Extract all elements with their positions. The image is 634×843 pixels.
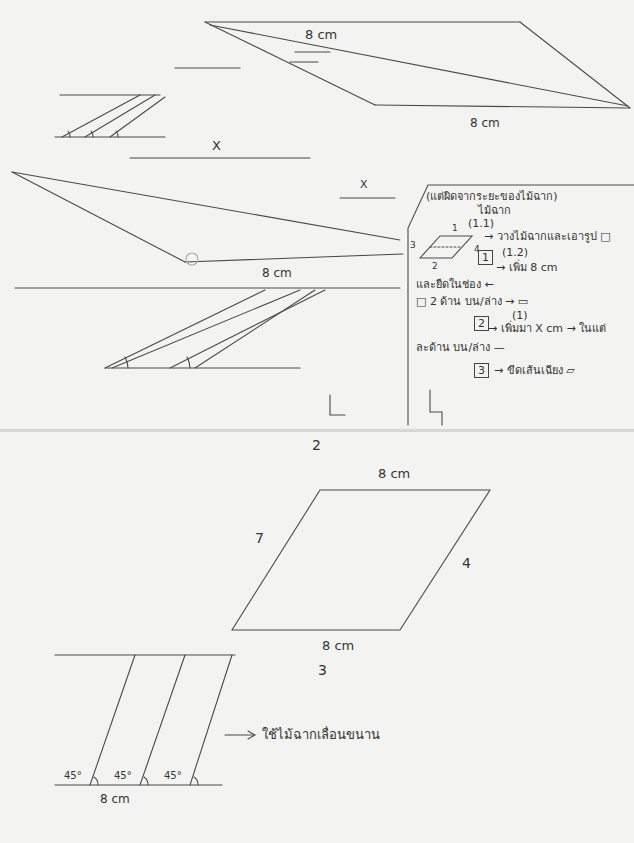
- sketch-label: 45°: [64, 770, 82, 782]
- sketch-label: 8 cm: [262, 266, 292, 280]
- note-text: (1.1): [468, 217, 494, 230]
- sketch-label: 8 cm: [470, 116, 500, 130]
- parallel-construction: [55, 68, 240, 137]
- note-text: 1: [478, 250, 493, 265]
- parallelogram-sketch: [12, 172, 403, 265]
- sketch-label: 7: [255, 530, 264, 547]
- sketch-label: ใช้ไม้ฉากเลื่อนขนาน: [262, 727, 380, 743]
- sketch-label: 3: [410, 240, 416, 251]
- small-parallelogram: [420, 236, 472, 258]
- note-text: (แต่ผิดจากระยะของไม้ฉาก): [426, 190, 558, 203]
- note-text: → ขีดเส้นเฉียง ▱: [494, 364, 575, 377]
- note-text: 2: [474, 316, 489, 331]
- sketch-label: 3: [318, 662, 327, 679]
- corner-mark: [330, 395, 345, 415]
- sketch-label: 2: [312, 437, 321, 454]
- corner-mark: [430, 390, 442, 425]
- sketch-label: 45°: [114, 770, 132, 782]
- note-text: □ 2 ด้าน บน/ล่าง → ▭: [416, 295, 528, 308]
- sheet-gap: [0, 429, 634, 432]
- guide-line: [340, 197, 395, 198]
- note-panel-outline: [408, 185, 634, 425]
- sketch-label: X: [212, 138, 221, 154]
- parallel-construction: [15, 288, 400, 368]
- note-text: ไม้ฉาก: [478, 204, 511, 217]
- note-text: และยืดในช่อง ←: [416, 278, 494, 291]
- note-text: → วางไม้ฉากและเอารูป □: [484, 230, 611, 243]
- sketch-label: 8 cm: [322, 638, 354, 654]
- parallel-construction: [55, 655, 255, 785]
- sketch-label: X: [360, 178, 368, 191]
- sketch-label: 8 cm: [100, 792, 130, 806]
- sketch-label: 2: [432, 261, 438, 272]
- sketch-label: 8 cm: [305, 27, 337, 43]
- note-panel: (แต่ผิดจากระยะของไม้ฉาก)ไม้ฉาก(1.1)→ วาง…: [412, 188, 632, 423]
- note-text: → เพิ่ม 8 cm: [496, 261, 557, 274]
- parallelogram: [232, 490, 490, 630]
- guide-line: [130, 157, 310, 158]
- sketch-label: 8 cm: [378, 466, 410, 482]
- sketch-label: 45°: [164, 770, 182, 782]
- note-text: ละด้าน บน/ล่าง —: [416, 341, 505, 354]
- note-text: (1): [512, 309, 528, 322]
- note-text: 3: [474, 363, 489, 378]
- parallelogram-sketch: [205, 22, 630, 108]
- sketch-label: 4: [462, 555, 471, 572]
- note-text: (1.2): [502, 246, 528, 259]
- sketch-label: 1: [452, 223, 458, 234]
- note-text: → เพิ่มมา X cm → ในแต่: [488, 322, 606, 335]
